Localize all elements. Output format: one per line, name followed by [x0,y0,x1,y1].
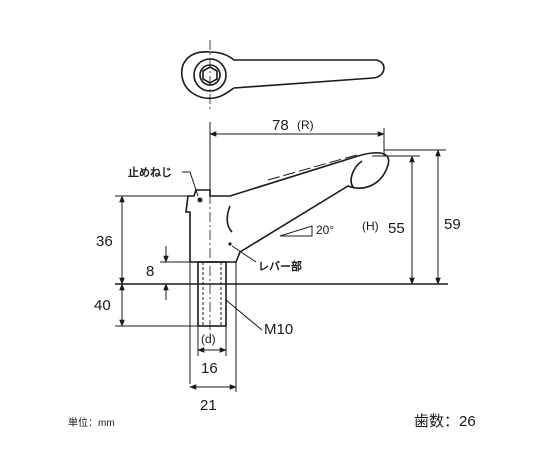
dim-40: 40 [94,297,111,314]
side-view [185,151,390,327]
dim-78: 78 [272,117,289,134]
thread-label: M10 [264,321,293,338]
dim-r-mark: (R) [297,118,314,132]
dim-d-mark: (d) [201,332,216,346]
set-screw-label: 止めねじ [128,165,172,179]
dim-36: 36 [96,233,113,250]
dim-16: 16 [201,360,218,377]
angle-label: 20° [316,223,334,237]
set-screw-mark [197,197,203,203]
dim-55: 55 [388,220,405,237]
dim-21: 21 [200,397,217,414]
dimension-lines [115,122,446,392]
unit-label: 単位：mm [68,416,115,429]
teeth-label: 歯数：26 [414,413,476,430]
lever-part-label: レバー部 [258,259,302,273]
dim-h-mark: (H) [362,219,379,233]
top-view [181,51,385,100]
dim-8: 8 [146,263,154,280]
dim-59: 59 [444,216,461,233]
lever-point [228,242,232,246]
handle-angle-line [267,153,361,181]
